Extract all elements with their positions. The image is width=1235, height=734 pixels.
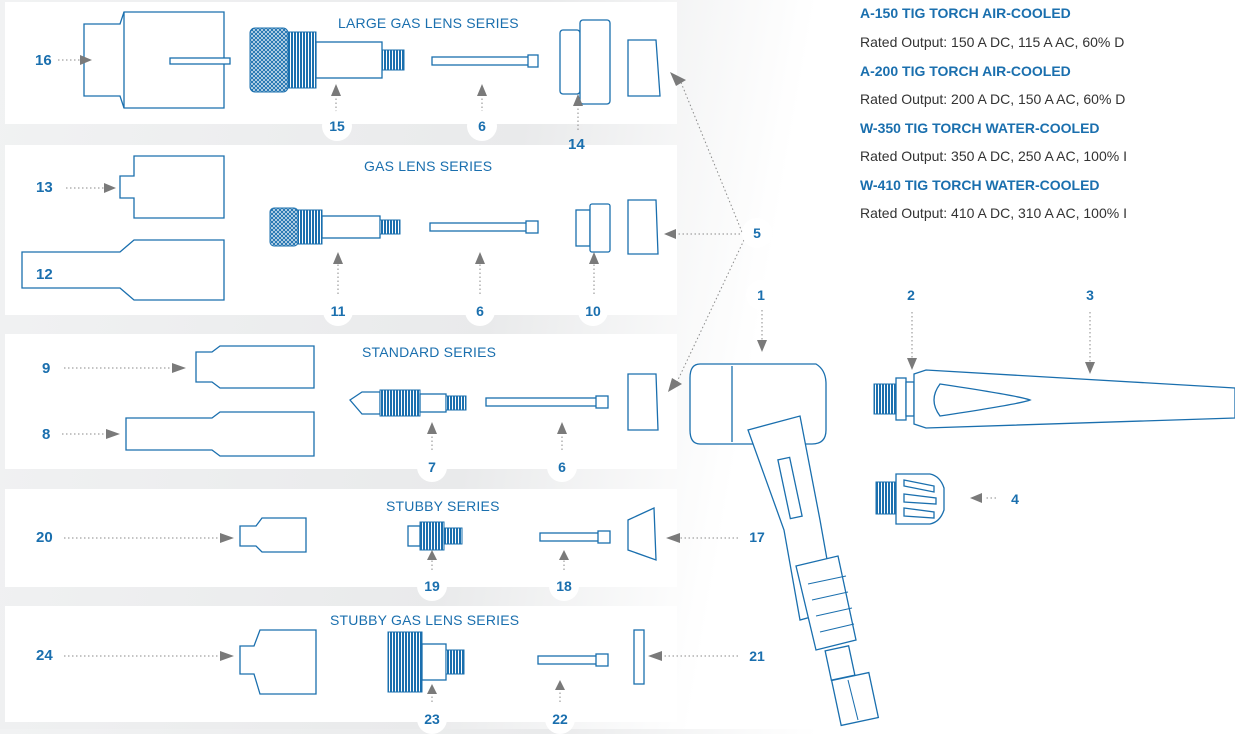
part-22-collet	[537, 653, 609, 667]
leader-lines	[58, 55, 1095, 706]
part-19-collet-body	[407, 521, 463, 551]
part-number-4: 4	[1000, 484, 1030, 514]
part-number-1: 1	[746, 280, 776, 310]
part-number-21: 21	[742, 641, 772, 671]
spec-title-a150: A-150 TIG TORCH AIR-COOLED	[860, 5, 1071, 21]
spec-title-w410: W-410 TIG TORCH WATER-COOLED	[860, 177, 1100, 193]
part-2-back-cap-long	[873, 377, 915, 421]
part-number-2: 2	[896, 280, 926, 310]
part-6-collet-c	[485, 395, 609, 409]
part-number-6-large: 6	[467, 111, 497, 141]
series-title-stubby: STUBBY SERIES	[386, 498, 500, 514]
part-7-collet-body	[349, 389, 467, 417]
spec-title-a200: A-200 TIG TORCH AIR-COOLED	[860, 63, 1071, 79]
part-9-nozzle	[195, 345, 315, 389]
part-number-24: 24	[36, 647, 53, 664]
part-23-gas-lens-body	[387, 631, 465, 693]
part-21-insulator	[633, 629, 645, 685]
part-number-5: 5	[742, 218, 772, 248]
part-number-20: 20	[36, 529, 53, 546]
part-18-collet	[539, 530, 611, 544]
part-number-17: 17	[742, 522, 772, 552]
part-16-cup	[83, 11, 231, 109]
part-number-16: 16	[35, 52, 52, 69]
spec-title-w350: W-350 TIG TORCH WATER-COOLED	[860, 120, 1100, 136]
series-title-large-gas-lens: LARGE GAS LENS SERIES	[338, 15, 519, 31]
part-number-6-gas: 6	[465, 296, 495, 326]
part-15-gas-lens-body	[249, 27, 405, 93]
part-number-18: 18	[549, 571, 579, 601]
part-13-cup	[119, 155, 225, 219]
part-8-nozzle	[125, 411, 315, 457]
part-5-back-cap-std	[627, 373, 659, 431]
part-6-collet-a	[431, 54, 539, 68]
series-title-stubby-gas-lens: STUBBY GAS LENS SERIES	[330, 612, 520, 628]
spec-text-w350: Rated Output: 350 A DC, 250 A AC, 100% I	[860, 148, 1127, 164]
part-number-12: 12	[36, 266, 53, 283]
part-5-back-cap-mid	[627, 199, 659, 255]
part-number-14: 14	[568, 136, 585, 153]
part-20-nozzle	[239, 517, 307, 553]
part-11-gas-lens-body	[269, 207, 401, 247]
series-title-standard: STANDARD SERIES	[362, 344, 497, 360]
series-title-gas-lens: GAS LENS SERIES	[364, 158, 493, 174]
part-number-3: 3	[1075, 280, 1105, 310]
part-number-11: 11	[323, 296, 353, 326]
spec-text-a150: Rated Output: 150 A DC, 115 A AC, 60% D	[860, 34, 1125, 50]
part-6-collet-b	[429, 220, 539, 234]
part-number-23: 23	[417, 704, 447, 734]
part-4-short-back-cap	[875, 473, 945, 525]
part-number-7: 7	[417, 452, 447, 482]
part-number-22: 22	[545, 704, 575, 734]
part-24-cup	[239, 629, 317, 695]
part-number-9: 9	[42, 360, 51, 377]
part-10-insulator	[575, 203, 611, 253]
part-12-cup	[21, 239, 225, 301]
part-14-insulator	[559, 19, 611, 105]
part-1-torch-head	[689, 363, 880, 727]
part-5-back-cap-top	[627, 39, 661, 97]
spec-text-w410: Rated Output: 410 A DC, 310 A AC, 100% I	[860, 205, 1127, 221]
part-number-19: 19	[417, 571, 447, 601]
part-number-15: 15	[322, 111, 352, 141]
part-number-10: 10	[578, 296, 608, 326]
part-number-13: 13	[36, 179, 53, 196]
part-number-8: 8	[42, 426, 51, 443]
part-number-6-standard: 6	[547, 452, 577, 482]
part-17-back-cap	[627, 507, 657, 561]
spec-text-a200: Rated Output: 200 A DC, 150 A AC, 60% D	[860, 91, 1126, 107]
part-3-back-cap-body	[913, 369, 1235, 429]
